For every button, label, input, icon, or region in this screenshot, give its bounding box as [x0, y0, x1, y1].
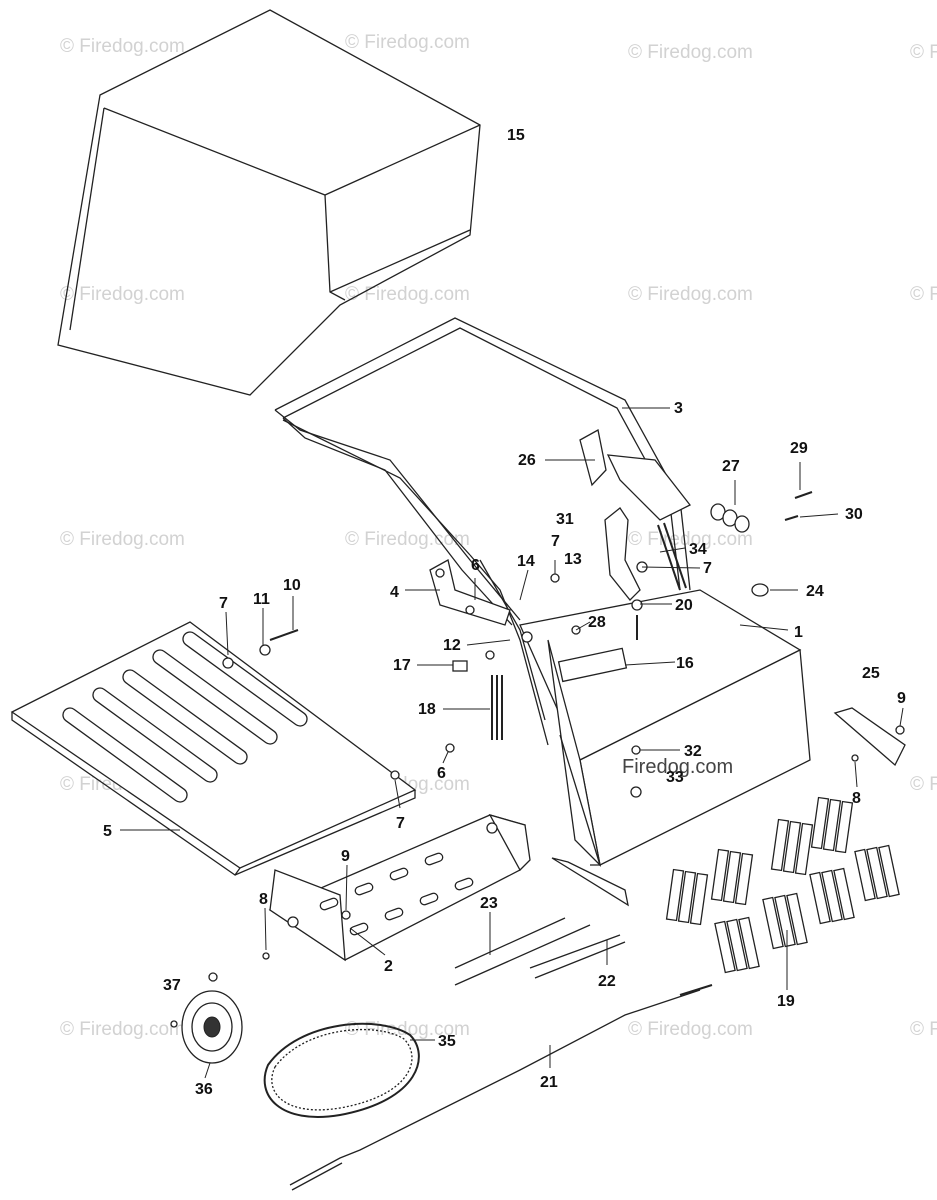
callout-7: 7 — [219, 595, 228, 612]
callout-7: 7 — [551, 533, 560, 550]
callout-7: 7 — [396, 815, 405, 832]
deflector-plate-part-5 — [10, 621, 417, 876]
callout-28: 28 — [588, 614, 606, 631]
callout-16: 16 — [676, 655, 694, 672]
watermark: © Firedog.com — [910, 284, 937, 305]
hardware — [222, 561, 905, 960]
watermark: © Firedog.com — [60, 284, 185, 305]
callout-25: 25 — [862, 665, 880, 682]
side-deflector-lower — [551, 857, 629, 907]
bag-frame-part-3 — [274, 317, 691, 746]
callout-18: 18 — [418, 701, 436, 718]
side-deflector-part-25 — [833, 707, 906, 767]
handle-assembly-part-26 — [579, 428, 691, 521]
callout-9: 9 — [897, 690, 906, 707]
callout-4: 4 — [390, 584, 399, 601]
lever-part-34 — [604, 507, 687, 601]
chute-housing-part-1 — [519, 589, 811, 867]
watermark-layer: © Firedog.com © Firedog.com © Firedog.co… — [60, 32, 937, 1040]
callout-32: 32 — [684, 743, 702, 760]
callout-2: 2 — [384, 958, 393, 975]
callout-34: 34 — [689, 541, 707, 558]
callout-22: 22 — [598, 973, 616, 990]
callout-24: 24 — [806, 583, 824, 600]
callout-17: 17 — [393, 657, 411, 674]
callout-9: 9 — [341, 848, 350, 865]
watermark: © Firedog.com — [345, 284, 470, 305]
callout-31: 31 — [556, 511, 574, 528]
callout-27: 27 — [722, 458, 740, 475]
callout-20: 20 — [675, 597, 693, 614]
callout-21: 21 — [540, 1074, 558, 1091]
watermark: © Firedog.com — [60, 36, 185, 57]
callout-10: 10 — [283, 577, 301, 594]
decal-part-16 — [557, 647, 628, 683]
watermark: © Firedog.com — [910, 774, 937, 795]
cables-part-22-23 — [454, 917, 626, 986]
callout-15: 15 — [507, 127, 525, 144]
blades-part-19 — [665, 796, 900, 974]
leader-lines — [120, 407, 904, 1079]
callout-26: 26 — [518, 452, 536, 469]
grass-bag-part-15 — [57, 9, 481, 396]
watermark: © Firedog.com — [910, 42, 937, 63]
callout-12: 12 — [443, 637, 461, 654]
mounting-bracket-part-2 — [268, 813, 531, 962]
callout-33: 33 — [666, 769, 684, 786]
callout-5: 5 — [103, 823, 112, 840]
callout-36: 36 — [195, 1081, 213, 1098]
pins-part-29-30 — [784, 491, 813, 521]
watermark: © Firedog.com — [345, 32, 470, 53]
watermark: © Firedog.com — [910, 1019, 937, 1040]
callout-labels: 15 3 26 27 29 30 31 7 34 7 6 14 13 4 24 … — [103, 127, 906, 1098]
callout-30: 30 — [845, 506, 863, 523]
pulley-part-36 — [170, 972, 243, 1064]
washers-part-27 — [710, 503, 750, 533]
callout-8: 8 — [852, 790, 861, 807]
watermark: © Firedog.com — [628, 284, 753, 305]
ring-part-24 — [751, 583, 769, 597]
belt-part-35 — [263, 1022, 420, 1118]
watermark: © Firedog.com — [628, 42, 753, 63]
watermark: © Firedog.com — [628, 529, 753, 550]
callout-3: 3 — [674, 400, 683, 417]
callout-23: 23 — [480, 895, 498, 912]
callout-7: 7 — [703, 560, 712, 577]
callout-19: 19 — [777, 993, 795, 1010]
callout-6: 6 — [471, 557, 480, 574]
spring-part-18 — [491, 675, 503, 740]
bolt-part-37 — [208, 972, 218, 982]
callout-8: 8 — [259, 891, 268, 908]
callout-6: 6 — [437, 765, 446, 782]
watermark: © Firedog.com — [60, 1019, 185, 1040]
watermark: © Firedog.com — [345, 529, 470, 550]
callout-14: 14 — [517, 553, 535, 570]
center-watermark: Firedog.com — [622, 756, 733, 778]
bracket-part-4 — [429, 559, 511, 626]
callout-11: 11 — [253, 591, 270, 608]
callout-35: 35 — [438, 1033, 456, 1050]
watermark: © Firedog.com — [60, 529, 185, 550]
watermark: © Firedog.com — [628, 1019, 753, 1040]
callout-13: 13 — [564, 551, 582, 568]
cable-part-21 — [289, 984, 713, 1191]
callout-29: 29 — [790, 440, 808, 457]
callout-1: 1 — [794, 624, 803, 641]
callout-37: 37 — [163, 977, 181, 994]
